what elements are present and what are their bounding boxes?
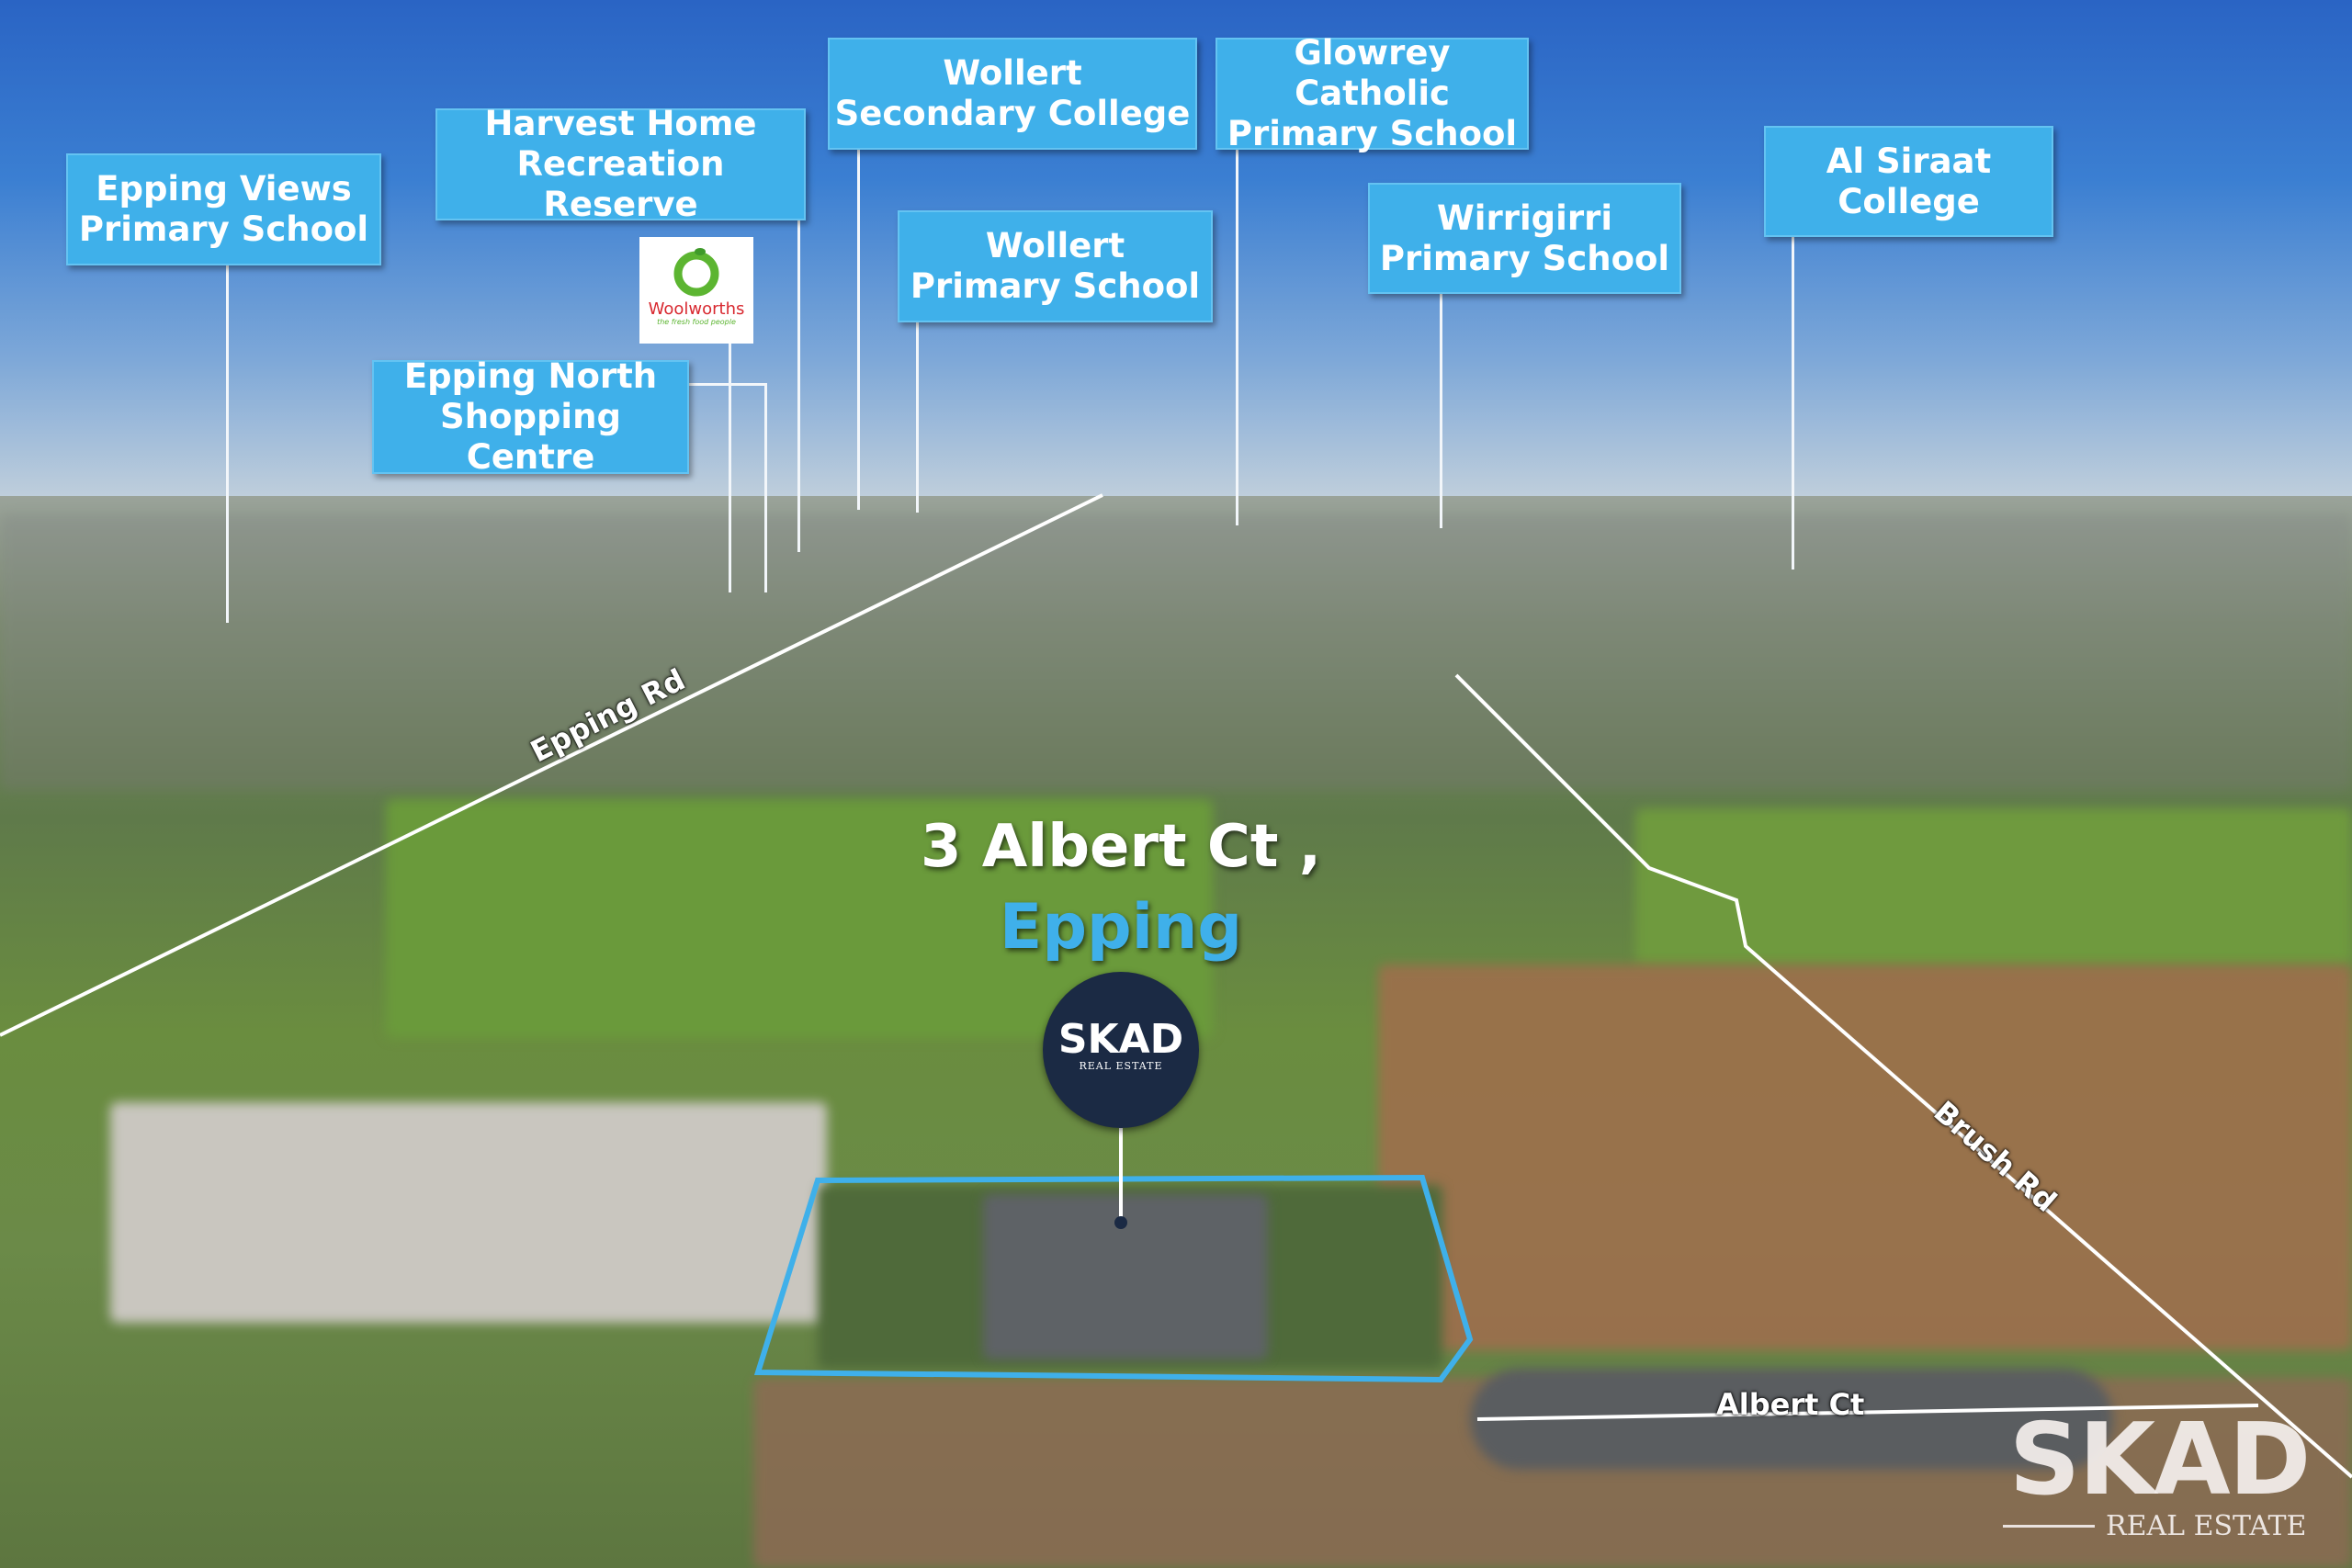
road-label-albert-ct: Albert Ct (1716, 1387, 1865, 1422)
label-line: Harvest Home (484, 104, 757, 143)
watermark-rule (2003, 1525, 2095, 1528)
leader-line (797, 220, 800, 552)
label-line: Al Siraat (1826, 141, 1992, 181)
label-line: Glowrey Catholic (1294, 33, 1451, 113)
label-line: Primary School (78, 209, 369, 249)
label-line: Secondary College (834, 94, 1191, 133)
skad-watermark-logo: SKAD REAL ESTATE (2003, 1403, 2315, 1542)
leader-line (1792, 237, 1794, 570)
watermark-sub: REAL ESTATE (2106, 1510, 2307, 1542)
property-pin-dot (1114, 1216, 1127, 1229)
leader-line (857, 150, 860, 510)
leader-line (226, 265, 229, 623)
label-line: Primary School (1227, 114, 1518, 153)
label-line: Epping Views (96, 169, 352, 209)
complex-roofs (110, 1102, 827, 1323)
leader-line (729, 344, 731, 592)
skad-badge-name: SKAD (1057, 1016, 1184, 1063)
label-line: Wirrigirri (1436, 197, 1613, 238)
brush-rd-line (1454, 673, 2352, 1479)
houses-east (1378, 964, 2352, 1350)
skad-badge-sub: REAL ESTATE (1079, 1060, 1163, 1072)
property-suburb: Epping (999, 891, 1243, 964)
epping-rd-line (0, 493, 1103, 1037)
leader-line (764, 383, 767, 592)
woolworths-name: Woolworths (648, 299, 745, 319)
albert-ct-line (1476, 1404, 2259, 1421)
suburbs-far (0, 514, 2352, 790)
leader-line (689, 383, 766, 386)
label-line: Shopping Centre (440, 397, 621, 477)
label-line: College (1838, 181, 1980, 221)
leader-line (916, 322, 919, 513)
woolworths-apple-icon (673, 248, 719, 297)
leader-line (1440, 294, 1442, 528)
label-line: Wollert (943, 53, 1082, 93)
label-line: Primary School (910, 266, 1201, 306)
label-line: Recreation Reserve (516, 144, 725, 224)
watermark-name: SKAD (2008, 1403, 2312, 1517)
woolworths-tagline: the fresh food people (657, 318, 736, 326)
label-line: Epping North (403, 356, 658, 396)
label-line: Primary School (1379, 238, 1670, 278)
skad-pin-badge: SKAD REAL ESTATE (1043, 972, 1199, 1128)
label-line: Wollert (985, 226, 1125, 265)
paddock-east (1635, 808, 2352, 964)
woolworths-logo: Woolworths the fresh food people (639, 237, 753, 344)
property-address: 3 Albert Ct , (920, 813, 1322, 881)
property-boundary (753, 1174, 1474, 1383)
leader-line (1236, 150, 1238, 525)
